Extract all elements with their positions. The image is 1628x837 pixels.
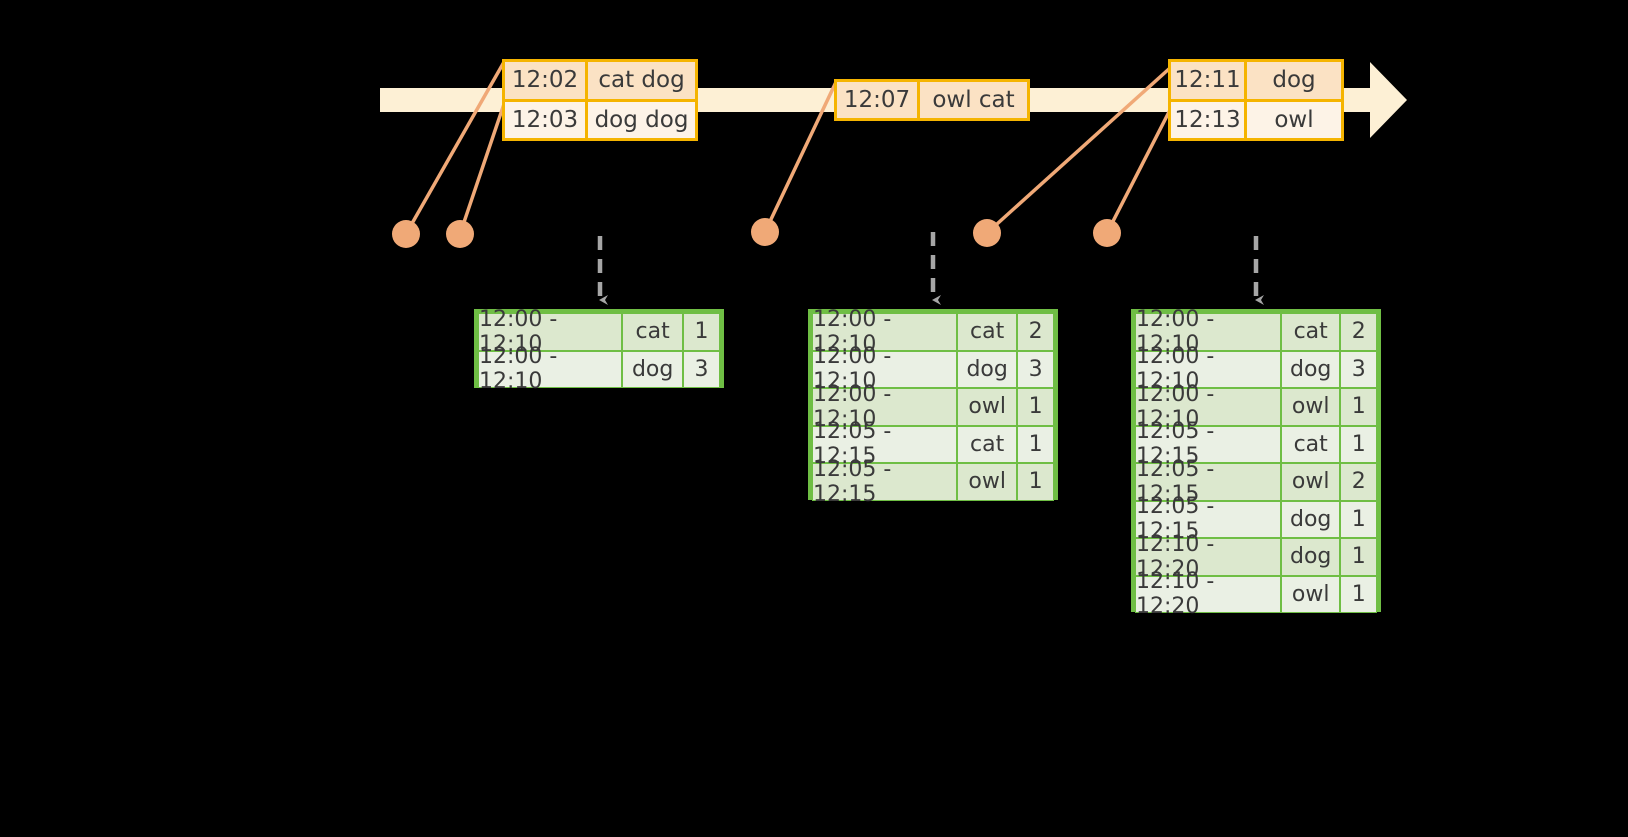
cell-count: 1 [1340,425,1377,463]
event-row[interactable]: 12:02 cat dog [505,62,695,99]
event-group-1[interactable]: 12:02 cat dog 12:03 dog dog [502,59,698,141]
cell-window: 12:10 - 12:20 [1135,532,1281,582]
cell-count: 1 [1340,575,1377,613]
cell-count: 2 [1340,313,1377,351]
cell-count: 3 [1340,350,1377,388]
event-dots [392,218,1121,248]
table-row: 12:00 - 12:10 owl 1 [1135,382,1377,432]
cell-word: dog [622,350,683,388]
event-time: 12:11 [1171,62,1247,99]
event-words: owl cat [920,82,1027,118]
cell-word: cat [1280,313,1341,351]
cell-window: 12:00 - 12:10 [1135,307,1281,357]
result-table-1: 12:00 - 12:10 cat 1 12:00 - 12:10 dog 3 [474,307,724,394]
cell-word: cat [957,313,1018,351]
table-row: 12:10 - 12:20 dog 1 [1135,532,1377,582]
cell-count: 3 [682,350,720,388]
table-row: 12:05 - 12:15 owl 1 [812,457,1054,507]
cell-word: dog [1280,350,1341,388]
cell-count: 1 [1017,388,1054,426]
cell-word: dog [957,350,1018,388]
cell-count: 1 [682,313,720,351]
dashed-arrows [597,232,1264,305]
cell-count: 2 [1017,313,1054,351]
event-dot-3 [751,218,779,246]
cell-window: 12:00 - 12:10 [812,344,958,394]
result-table-3: 12:00 - 12:10 cat 2 12:00 - 12:10 dog 3 … [1131,307,1381,619]
cell-window: 12:05 - 12:15 [1135,457,1281,507]
cell-window: 12:00 - 12:10 [478,344,623,394]
event-dot-5 [1093,219,1121,247]
cell-count: 2 [1340,463,1377,501]
cell-count: 3 [1017,350,1054,388]
result-table-2: 12:00 - 12:10 cat 2 12:00 - 12:10 dog 3 … [808,307,1058,507]
connector-line-5 [1105,109,1172,234]
cell-word: owl [957,463,1018,501]
cell-window: 12:00 - 12:10 [1135,344,1281,394]
event-group-2[interactable]: 12:07 owl cat [834,79,1030,121]
cell-window: 12:05 - 12:15 [1135,494,1281,544]
event-row[interactable]: 12:03 dog dog [505,98,695,138]
event-row[interactable]: 12:13 owl [1171,98,1341,138]
cell-word: owl [957,388,1018,426]
event-time: 12:07 [837,82,920,118]
cell-count: 1 [1340,538,1377,576]
event-words: dog [1247,62,1341,99]
event-row[interactable]: 12:11 dog [1171,62,1341,99]
table-row: 12:05 - 12:15 cat 1 [1135,419,1377,469]
table-row: 12:00 - 12:10 owl 1 [812,382,1054,432]
connector-line-2 [458,103,506,235]
cell-count: 1 [1017,425,1054,463]
event-dot-2 [446,220,474,248]
event-time: 12:03 [505,101,588,138]
event-words: cat dog [588,62,695,99]
event-words: owl [1247,101,1341,138]
cell-word: owl [1280,575,1341,613]
event-group-3[interactable]: 12:11 dog 12:13 owl [1168,59,1344,141]
connector-line-3 [763,81,838,233]
cell-count: 1 [1340,500,1377,538]
cell-window: 12:05 - 12:15 [812,457,958,507]
cell-word: owl [1280,388,1341,426]
table-row: 12:10 - 12:20 owl 1 [1135,569,1377,619]
cell-count: 1 [1340,388,1377,426]
connector-line-1 [404,61,506,235]
cell-word: dog [1280,538,1341,576]
event-time: 12:02 [505,62,588,99]
event-time: 12:13 [1171,101,1247,138]
cell-window: 12:00 - 12:10 [478,307,623,357]
cell-window: 12:10 - 12:20 [1135,569,1281,619]
cell-word: cat [957,425,1018,463]
cell-word: cat [622,313,683,351]
cell-word: dog [1280,500,1341,538]
event-dot-4 [973,219,1001,247]
table-row: 12:00 - 12:10 dog 3 [478,344,720,394]
event-dot-1 [392,220,420,248]
cell-window: 12:00 - 12:10 [1135,382,1281,432]
table-row: 12:00 - 12:10 dog 3 [1135,344,1377,394]
table-row: 12:00 - 12:10 dog 3 [812,344,1054,394]
cell-count: 1 [1017,463,1054,501]
event-row[interactable]: 12:07 owl cat [837,82,1027,118]
cell-word: owl [1280,463,1341,501]
cell-word: cat [1280,425,1341,463]
table-row: 12:05 - 12:15 dog 1 [1135,494,1377,544]
table-row: 12:00 - 12:10 cat 2 [1135,307,1377,357]
table-row: 12:05 - 12:15 owl 2 [1135,457,1377,507]
table-row: 12:00 - 12:10 cat 1 [478,307,720,357]
cell-window: 12:00 - 12:10 [812,382,958,432]
event-words: dog dog [588,101,695,138]
